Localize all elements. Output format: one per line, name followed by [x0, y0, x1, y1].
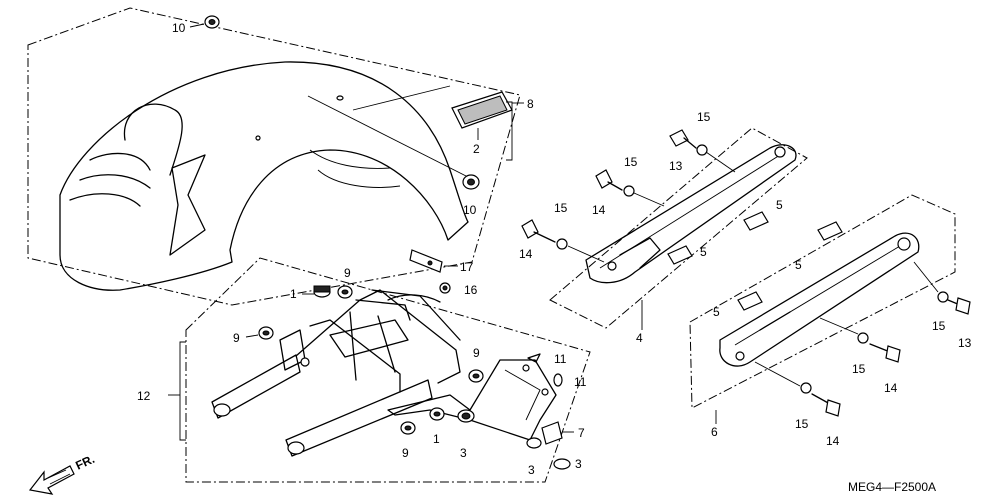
reflector-leader	[352, 85, 451, 111]
callout-14-d: 14	[826, 434, 840, 448]
callout-5-d: 5	[713, 305, 720, 319]
callout-15-c: 15	[554, 201, 568, 215]
callout-9-upper: 9	[344, 266, 351, 280]
cap-1-top	[313, 285, 331, 298]
front-direction-arrow	[28, 465, 75, 495]
clip-11-a	[527, 353, 541, 363]
pad-5-upper-b	[667, 245, 693, 265]
washer-10-bottom	[462, 174, 480, 190]
bolt-13-upper	[669, 129, 697, 149]
rear-subframe-12	[211, 289, 461, 457]
reference-code: MEG4—F2500A	[848, 480, 936, 494]
bolt-14-lower-a	[869, 343, 901, 363]
callout-15-d: 15	[932, 319, 946, 333]
frame-group-outline	[185, 257, 591, 483]
lower-rail-6	[719, 232, 920, 367]
callout-14-a: 14	[592, 203, 606, 217]
callout-11-b: 11	[574, 375, 587, 389]
pad-5-lower-b	[737, 291, 763, 311]
cushion-3-b	[526, 437, 542, 449]
callout-7: 7	[578, 426, 585, 440]
callout-9-bottom: 9	[402, 446, 409, 460]
callout-17: 17	[460, 260, 474, 274]
clip-11-b	[553, 373, 563, 387]
callout-5-c: 5	[795, 258, 802, 272]
callout-1-top: 1	[290, 287, 297, 301]
cushion-3-c	[553, 458, 571, 470]
callout-14-c: 14	[884, 381, 898, 395]
bolt-9-upper	[337, 285, 353, 299]
callout-5-a: 5	[776, 198, 783, 212]
pad-5-upper-a	[743, 211, 769, 231]
collar-1-bottom	[429, 407, 445, 421]
bolt-9-bottom	[400, 421, 416, 435]
lower-rail-group-outline	[689, 194, 956, 409]
callout-5-b: 5	[700, 245, 707, 259]
callout-15-a: 15	[697, 110, 711, 124]
washer-15-upper-b	[623, 185, 635, 197]
fender-bolt-line	[307, 95, 471, 179]
reflector-2	[451, 91, 513, 129]
callout-15-b: 15	[624, 155, 638, 169]
callout-13-lower: 13	[958, 336, 972, 350]
callout-3-c: 3	[575, 457, 582, 471]
fender-group-outline	[27, 7, 521, 306]
callout-12: 12	[137, 389, 151, 403]
callout-2: 2	[473, 142, 480, 156]
callout-9-left: 9	[233, 331, 240, 345]
callout-14-b: 14	[519, 247, 533, 261]
callout-15-e: 15	[852, 362, 866, 376]
cushion-3-a	[457, 409, 475, 423]
clip-17	[409, 249, 443, 273]
washer-15-lower-c	[800, 382, 812, 394]
callout-10-bottom: 10	[463, 203, 477, 217]
washer-15-lower-a	[937, 291, 949, 303]
callout-3-a: 3	[460, 446, 467, 460]
callout-9-right: 9	[473, 346, 480, 360]
bolt-9-left	[258, 326, 274, 340]
nut-16	[439, 282, 451, 294]
callout-16: 16	[464, 283, 478, 297]
washer-15-upper-c	[556, 238, 568, 250]
washer-15-upper-a	[696, 144, 708, 156]
callout-3-b: 3	[528, 463, 535, 477]
callout-11-a: 11	[554, 352, 567, 366]
direction-label: FR.	[73, 452, 96, 473]
bolt-9-right	[468, 369, 484, 383]
callout-8: 8	[527, 97, 534, 111]
callout-13-upper: 13	[669, 159, 683, 173]
rear-fender	[59, 61, 469, 291]
inner-guard-plate	[387, 359, 557, 441]
upper-rail-4	[585, 144, 797, 284]
collar-7	[541, 421, 563, 445]
bolt-14-lower-b	[811, 393, 841, 417]
bolt-13-lower	[947, 297, 971, 315]
pad-5-lower-a	[817, 221, 843, 241]
callout-10-top: 10	[172, 21, 186, 35]
callout-15-f: 15	[795, 417, 809, 431]
bolt-14-upper-b	[521, 219, 556, 243]
upper-rail-group-outline	[549, 127, 808, 329]
callout-1-bottom: 1	[433, 432, 440, 446]
bolt-14-upper-a	[595, 169, 623, 191]
washer-15-lower-b	[857, 332, 869, 344]
washer-10-top	[204, 15, 220, 29]
callout-6: 6	[711, 425, 718, 439]
callout-4: 4	[636, 331, 643, 345]
